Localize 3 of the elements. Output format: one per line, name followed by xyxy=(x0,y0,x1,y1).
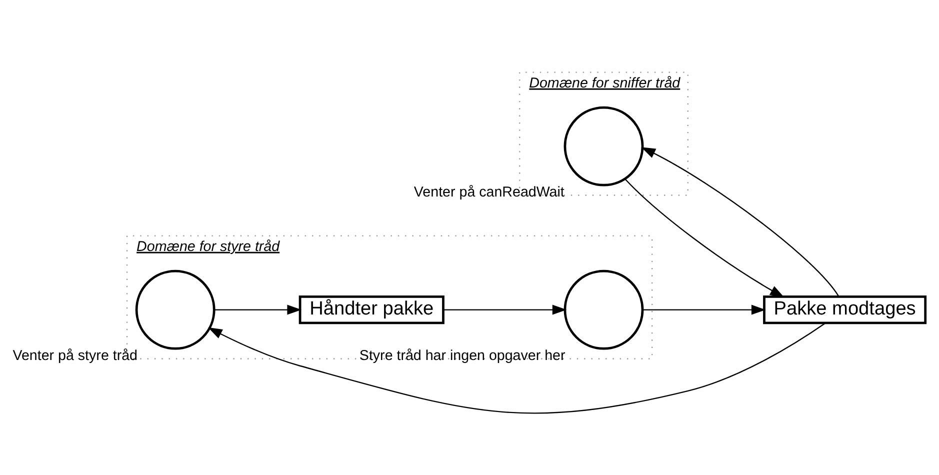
node-label: Venter på canReadWait xyxy=(414,184,564,200)
node-label: Venter på styre tråd xyxy=(12,348,138,364)
node-label: Styre tråd har ingen opgaver her xyxy=(359,348,566,364)
